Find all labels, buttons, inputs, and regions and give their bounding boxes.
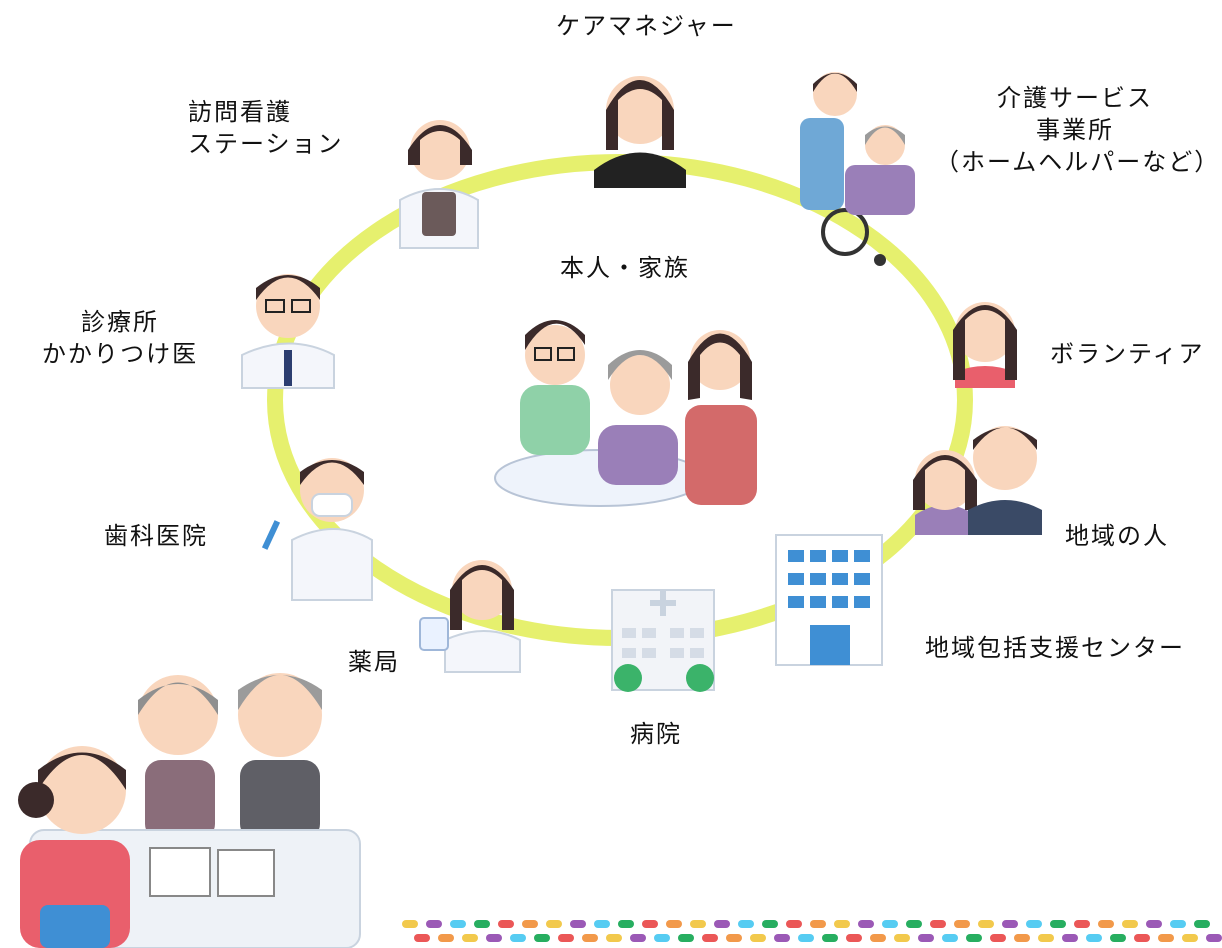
support-center-label: 地域包括支援センター <box>925 634 1185 662</box>
decorative-dot <box>810 920 826 928</box>
decorative-dot <box>834 920 850 928</box>
care-manager-label: ケアマネジャー <box>556 12 737 40</box>
decorative-dot <box>1146 920 1162 928</box>
decorative-dot <box>1182 934 1198 942</box>
decorative-dot <box>702 934 718 942</box>
decorative-dot <box>510 934 526 942</box>
decorative-dot <box>486 934 502 942</box>
decorative-dot <box>1122 920 1138 928</box>
decorative-dot <box>1086 934 1102 942</box>
decorative-dot <box>846 934 862 942</box>
decorative-dot <box>774 934 790 942</box>
decorative-dot <box>738 920 754 928</box>
hospital-label: 病院 <box>630 720 682 748</box>
decorative-dot <box>414 934 430 942</box>
decorative-dot <box>966 934 982 942</box>
decorative-dot <box>930 920 946 928</box>
decorative-dot <box>1110 934 1126 942</box>
decorative-dot <box>450 920 466 928</box>
visiting-nurse-label: 訪問看護 ステーション <box>188 98 344 158</box>
dental-label: 歯科医院 <box>104 522 208 550</box>
decorative-dot <box>1194 920 1210 928</box>
decorative-dot <box>786 920 802 928</box>
decorative-dot <box>978 920 994 928</box>
decorative-dot <box>582 934 598 942</box>
decorative-dot <box>690 920 706 928</box>
decorative-dot <box>618 920 634 928</box>
decorative-dot <box>642 920 658 928</box>
decorative-dot <box>1002 920 1018 928</box>
decorative-dot <box>654 934 670 942</box>
decorative-dot <box>858 920 874 928</box>
decorative-dot <box>906 920 922 928</box>
pharmacy-label: 薬局 <box>348 648 400 676</box>
decorative-dot <box>822 934 838 942</box>
decorative-dot <box>1074 920 1090 928</box>
decorative-dot <box>1062 934 1078 942</box>
decorative-dot <box>894 934 910 942</box>
decorative-dot <box>474 920 490 928</box>
decorative-dot <box>666 920 682 928</box>
decorative-dot <box>882 920 898 928</box>
community-people-label: 地域の人 <box>1065 522 1169 550</box>
clinic-label: 診療所 かかりつけ医 <box>41 308 199 368</box>
decorative-dot <box>990 934 1006 942</box>
decorative-dot <box>1170 920 1186 928</box>
decorative-dot <box>870 934 886 942</box>
decorative-dot <box>594 920 610 928</box>
decorative-dot <box>426 920 442 928</box>
volunteer-label: ボランティア <box>1050 340 1205 368</box>
decorative-dot <box>1098 920 1114 928</box>
decorative-dot <box>1158 934 1174 942</box>
decorative-dot <box>1026 920 1042 928</box>
decorative-dot <box>522 920 538 928</box>
decorative-dot <box>546 920 562 928</box>
decorative-dot <box>750 934 766 942</box>
decorative-dot <box>438 934 454 942</box>
decorative-dot <box>402 920 418 928</box>
decorative-dot <box>678 934 694 942</box>
center-label: 本人・家族 <box>560 254 690 282</box>
decorative-dot <box>606 934 622 942</box>
decorative-dot <box>1038 934 1054 942</box>
care-service-label: 介護サービス 事業所 （ホームヘルパーなど） <box>935 84 1221 176</box>
decorative-dot <box>558 934 574 942</box>
decorative-dot <box>1134 934 1150 942</box>
decorative-dot <box>462 934 478 942</box>
decorative-dot <box>762 920 778 928</box>
decorative-dot <box>954 920 970 928</box>
decorative-dot <box>1050 920 1066 928</box>
decorative-dot <box>570 920 586 928</box>
decorative-dot <box>942 934 958 942</box>
decorative-dot <box>918 934 934 942</box>
decorative-dot <box>498 920 514 928</box>
decorative-dot <box>630 934 646 942</box>
decorative-dot <box>726 934 742 942</box>
decorative-dot <box>714 920 730 928</box>
decorative-dot <box>534 934 550 942</box>
decorative-dot <box>798 934 814 942</box>
decorative-dot <box>1014 934 1030 942</box>
decorative-dot <box>1206 934 1222 942</box>
